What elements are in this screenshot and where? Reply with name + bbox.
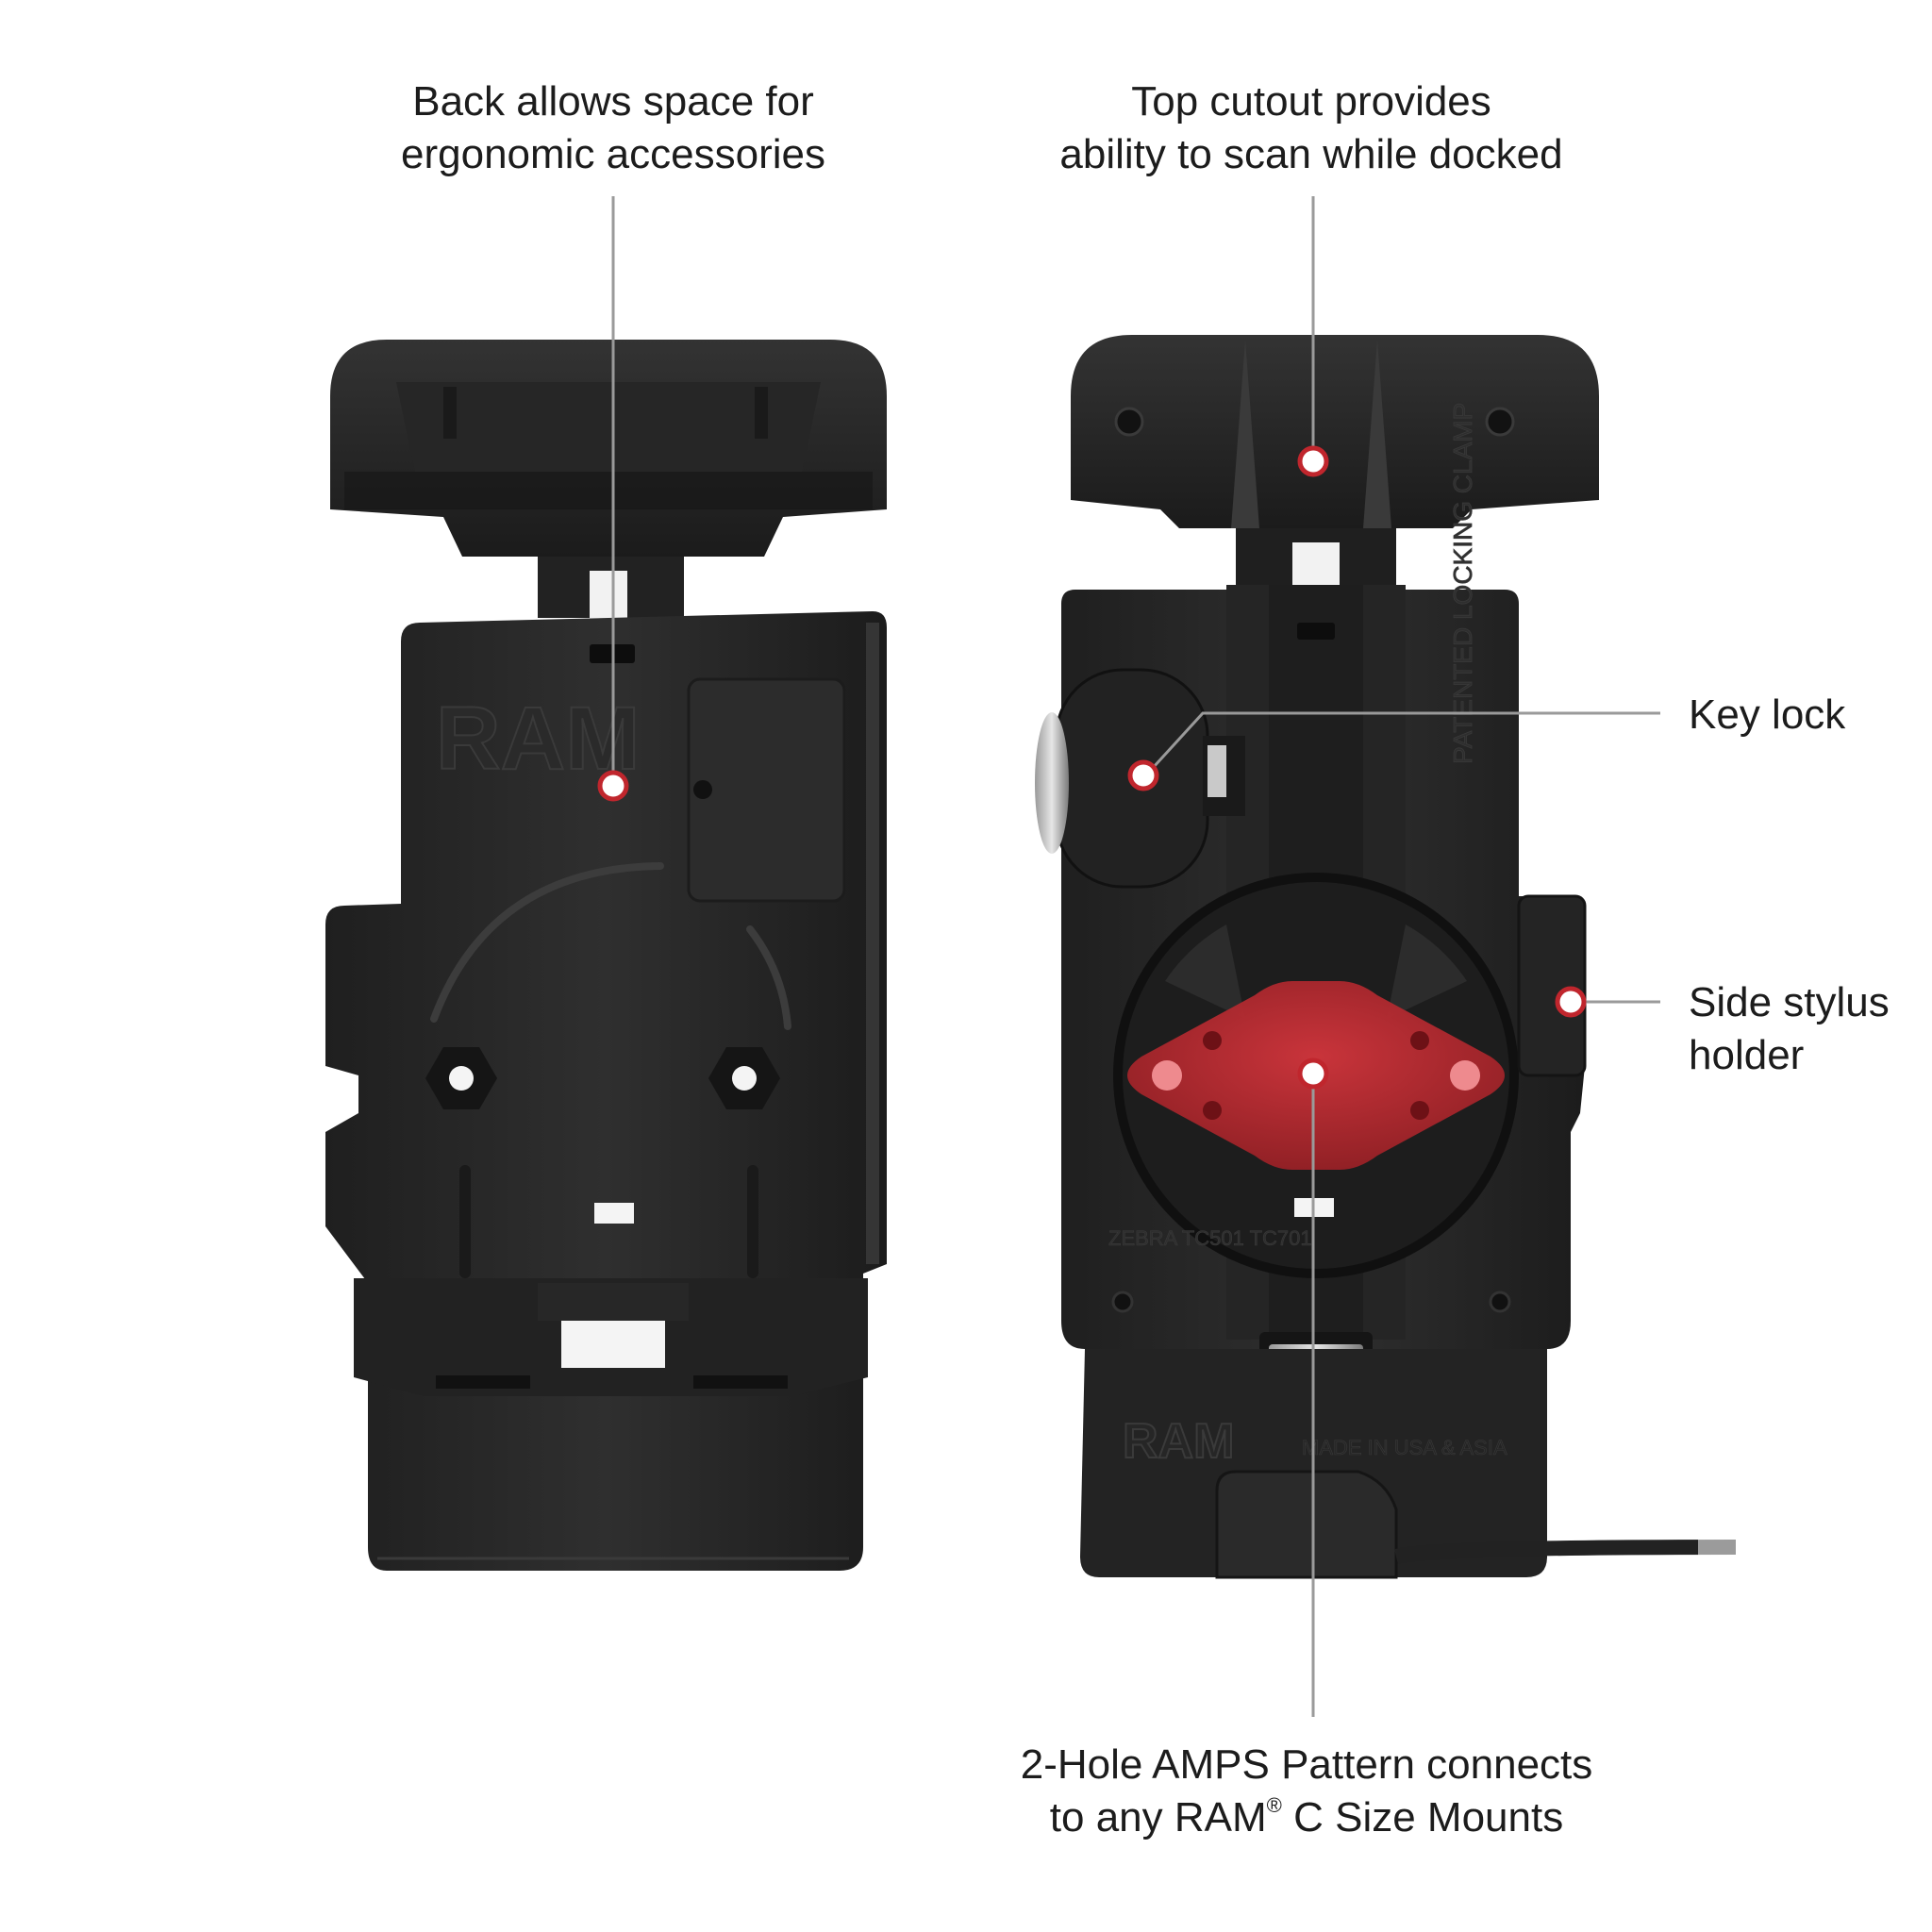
callout-amps-line2-pre: to any RAM xyxy=(1049,1794,1267,1840)
callout-top-cutout: Top cutout provides ability to scan whil… xyxy=(1059,75,1562,181)
model-emboss: ZEBRA TC501 TC701 xyxy=(1108,1226,1312,1250)
marker-key xyxy=(1127,759,1159,791)
made-in-emboss: MADE IN USA & ASIA xyxy=(1302,1436,1507,1459)
marker-stylus xyxy=(1555,986,1587,1018)
callout-key-lock: Key lock xyxy=(1689,689,1845,741)
stylus-holder xyxy=(1517,894,1587,1077)
marker-top xyxy=(1297,445,1329,477)
callout-amps-line2-post: C Size Mounts xyxy=(1281,1794,1564,1840)
right-top-cap xyxy=(1071,335,1599,528)
callout-back-line1: Back allows space for xyxy=(412,78,814,125)
marker-back xyxy=(597,770,629,802)
marker-amps xyxy=(1297,1058,1329,1090)
leader-key xyxy=(1151,711,1660,770)
callout-amps-line1: 2-Hole AMPS Pattern connects xyxy=(1020,1741,1593,1788)
callout-back-line2: ergonomic accessories xyxy=(401,131,825,177)
right-logo-emboss: RAM xyxy=(1123,1414,1234,1469)
callout-amps-line2: to any RAM® C Size Mounts xyxy=(1021,1791,1593,1844)
callout-top-line1: Top cutout provides xyxy=(1131,78,1491,125)
registered-mark: ® xyxy=(1266,1793,1282,1817)
leader-lines xyxy=(611,196,1660,1717)
callout-stylus-line1: Side stylus xyxy=(1689,979,1890,1025)
callout-stylus-line2: holder xyxy=(1689,1032,1805,1078)
right-cradle: PATENTED LOCKING CLAMP ZEBRA TC501 TC701 xyxy=(1035,335,1740,1579)
callout-markers xyxy=(597,445,1587,1090)
patent-emboss: PATENTED LOCKING CLAMP xyxy=(1448,403,1477,764)
callout-side-stylus: Side stylus holder xyxy=(1689,976,1890,1082)
callout-back: Back allows space for ergonomic accessor… xyxy=(401,75,825,181)
callout-key-line1: Key lock xyxy=(1689,691,1846,738)
callout-amps: 2-Hole AMPS Pattern connects to any RAM®… xyxy=(1021,1739,1593,1844)
callout-top-line2: ability to scan while docked xyxy=(1059,131,1563,177)
left-cradle: RAM xyxy=(325,340,887,1571)
